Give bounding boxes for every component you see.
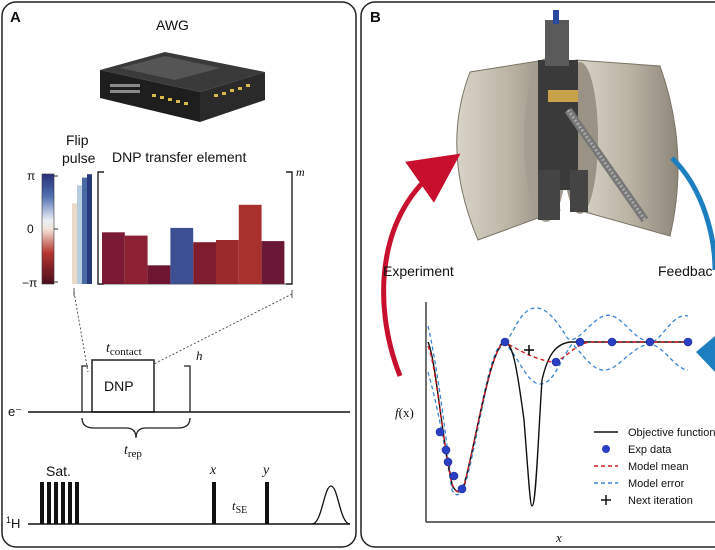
- x-pulse: [212, 482, 216, 524]
- exp-data-point: [435, 427, 445, 437]
- y-pulse: [265, 482, 269, 524]
- dnp-transfer-bar: [170, 227, 194, 284]
- experiment-label: Experiment: [383, 263, 454, 279]
- exp-data-point: [575, 337, 585, 347]
- h-label: h: [196, 348, 203, 363]
- exp-data-point: [449, 471, 459, 481]
- flip-pulse-label-line1: Flip: [66, 132, 89, 148]
- plot-legend: Objective function Exp data Model mean M…: [594, 427, 715, 507]
- plot-y-label: f(x): [395, 405, 414, 420]
- saturation-pulses: [40, 482, 79, 524]
- dnp-transfer-bar: [261, 241, 285, 284]
- dnp-transfer-bar: [238, 204, 262, 284]
- colorbar-mid-label: 0: [27, 222, 34, 236]
- exp-data-point: [645, 337, 655, 347]
- y-pulse-label: y: [261, 463, 270, 478]
- plot-x-label: x: [555, 530, 562, 545]
- zoom-line-left: [73, 291, 89, 373]
- colorbar-bottom-label: −π: [22, 276, 37, 290]
- panel-a-label: A: [10, 9, 21, 26]
- legend-model-error: Model error: [628, 478, 685, 490]
- exp-data-point: [683, 337, 693, 347]
- model-error-lower: [427, 343, 689, 496]
- t-se-label: tSE: [232, 498, 247, 516]
- t-rep-label: trep: [124, 443, 142, 460]
- dnp-transfer-bars: [102, 204, 285, 284]
- proton-label: 1H: [6, 515, 20, 531]
- exp-data-point: [441, 445, 451, 455]
- sat-label: Sat.: [46, 463, 71, 479]
- zoom-line-right: [149, 293, 293, 367]
- exp-data-point: [500, 337, 510, 347]
- t-contact-label: tcontact: [106, 341, 142, 358]
- dnp-transfer-bar: [216, 240, 239, 284]
- phase-colorbar: [41, 173, 55, 285]
- panel-b-frame: [360, 1, 715, 548]
- dnp-outer-bracket-right: [184, 365, 191, 412]
- colorbar-top-label: π: [27, 169, 35, 183]
- flip-pulse-bar: [72, 203, 77, 284]
- panel-b-label: B: [370, 9, 381, 26]
- dnp-transfer-bar: [102, 232, 125, 284]
- exp-data-point: [607, 337, 617, 347]
- dnp-box-label: DNP: [104, 378, 134, 394]
- t-rep-brace: [81, 417, 191, 439]
- echo-signal: [311, 485, 351, 525]
- panel-a: A AWG Flip pulse π 0 −π: [1, 1, 357, 548]
- bracket-m-label: m: [296, 165, 305, 179]
- feedback-arrow-head: [696, 336, 715, 372]
- right-bracket: [286, 171, 293, 285]
- exp-data-point: [443, 457, 453, 467]
- legend-model-mean: Model mean: [628, 461, 689, 473]
- experiment-arrow: [381, 153, 461, 377]
- panel-a-frame: [1, 1, 357, 548]
- feedback-arrow: [670, 156, 715, 271]
- legend-objective-function: Objective function: [628, 427, 715, 439]
- next-iteration-marker: [524, 345, 534, 355]
- flip-pulse-bar: [87, 174, 92, 284]
- feedback-label: Feedbac: [658, 263, 712, 279]
- electron-label: e⁻: [8, 404, 22, 419]
- x-pulse-label: x: [209, 463, 217, 478]
- flip-pulse-bar: [77, 185, 82, 284]
- flip-pulse-label-line2: pulse: [62, 150, 96, 166]
- exp-data-point: [551, 357, 561, 367]
- legend-next-iteration: Next iteration: [628, 495, 693, 507]
- flip-pulse-bar: [82, 177, 87, 284]
- model-error-upper: [427, 307, 689, 492]
- dnp-transfer-bar: [193, 242, 216, 284]
- exp-data-point: [457, 484, 467, 494]
- dnp-outer-bracket-left: [81, 365, 88, 412]
- dnp-transfer-bar: [124, 235, 148, 284]
- exp-data-points: [435, 337, 693, 494]
- flip-pulse-bars: [72, 174, 92, 284]
- magnet-apparatus-image: [456, 10, 679, 241]
- awg-device-image: [100, 52, 265, 122]
- dnp-transfer-bar: [147, 265, 171, 284]
- dnp-transfer-label: DNP transfer element: [112, 149, 246, 165]
- panel-b: B Experiment Feedbac f(x) x: [360, 1, 715, 548]
- awg-label: AWG: [156, 17, 189, 33]
- legend-exp-data: Exp data: [628, 444, 672, 456]
